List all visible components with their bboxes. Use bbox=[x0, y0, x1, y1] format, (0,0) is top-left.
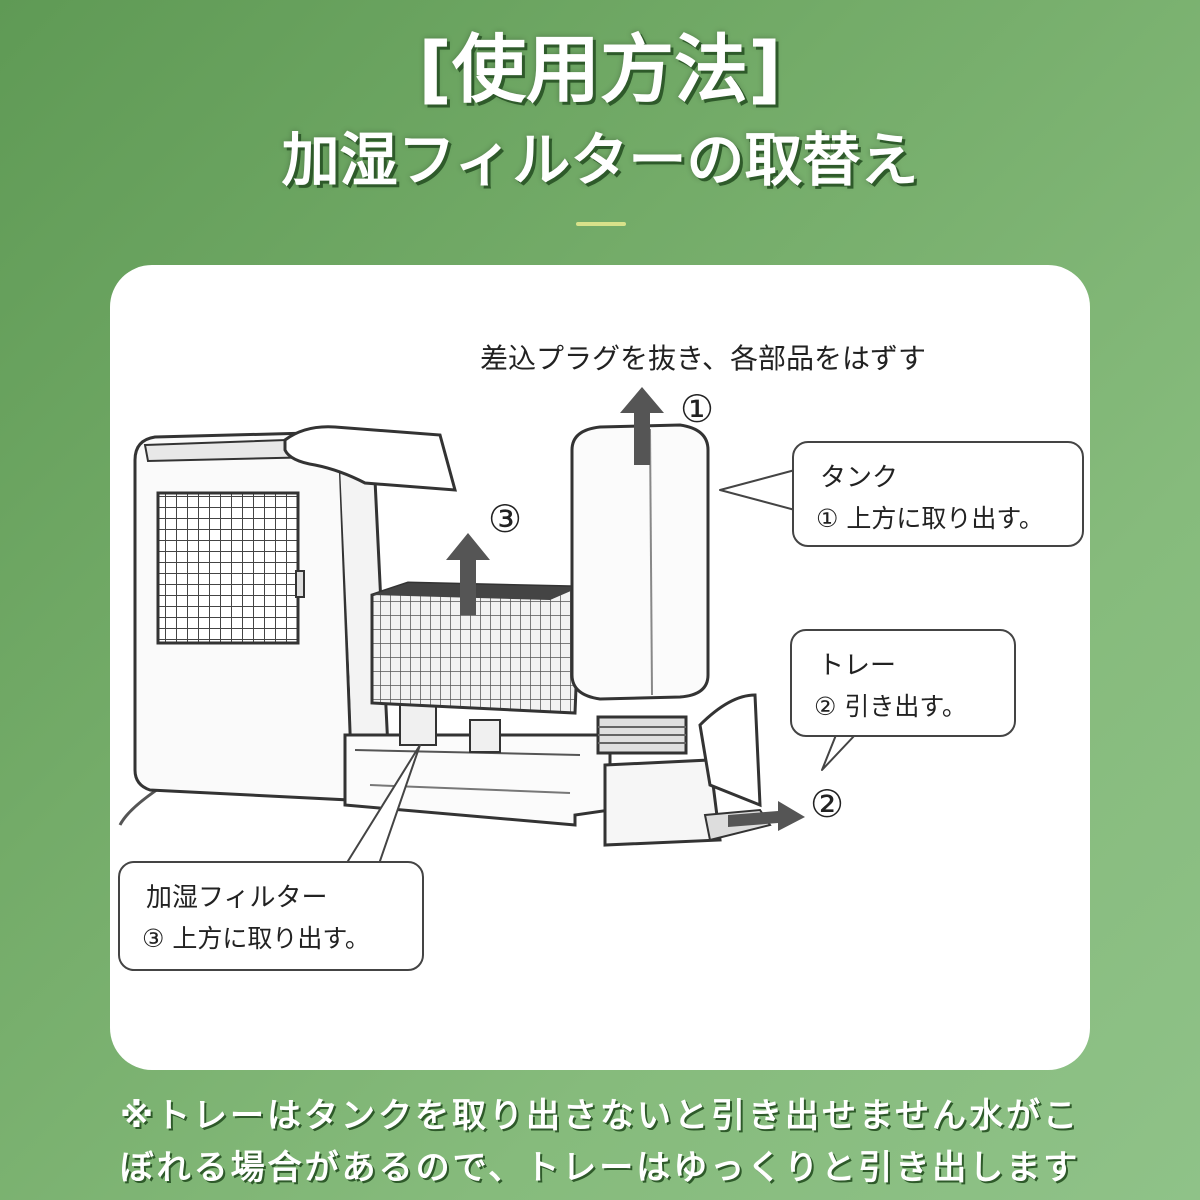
arrow-tray-out bbox=[728, 801, 805, 831]
callout-tray: トレー ② 引き出す。 bbox=[790, 629, 1016, 737]
arrow-filter-up bbox=[446, 533, 490, 615]
callout-tray-title: トレー bbox=[818, 651, 897, 681]
instruction-card: 差込プラグを抜き、各部品をはずす ① ③ ② タンク ① 上方に取り出す。 トレ… bbox=[110, 265, 1090, 1070]
callout-filter-title: 加湿フィルター bbox=[146, 883, 328, 913]
callout-tank: タンク ① 上方に取り出す。 bbox=[792, 441, 1084, 547]
page-subtitle: 加湿フィルターの取替え bbox=[281, 126, 919, 194]
step-2-marker: ② bbox=[810, 782, 845, 826]
callout-tank-desc: ① 上方に取り出す。 bbox=[816, 504, 1044, 533]
arrow-tank-up bbox=[620, 387, 664, 465]
callout-tank-title: タンク bbox=[820, 463, 899, 493]
step-1-marker: ① bbox=[680, 387, 715, 431]
accent-divider bbox=[576, 222, 626, 226]
footer-note-line-1: ※トレーはタンクを取り出さないと引き出せません水がこ bbox=[119, 1096, 1081, 1136]
humidifier-illustration bbox=[118, 387, 856, 891]
instruction-text: 差込プラグを抜き、各部品をはずす bbox=[480, 342, 927, 375]
tank-shape bbox=[570, 423, 710, 755]
callout-filter: 加湿フィルター ③ 上方に取り出す。 bbox=[118, 861, 424, 971]
step-3-marker: ③ bbox=[488, 497, 523, 541]
footer-note-line-2: ぼれる場合があるので、トレーはゆっくりと引き出します bbox=[119, 1148, 1081, 1188]
page-title: [使用方法] bbox=[418, 27, 782, 113]
humidifier-body bbox=[133, 431, 392, 802]
callout-tray-desc: ② 引き出す。 bbox=[814, 692, 967, 721]
callout-filter-desc: ③ 上方に取り出す。 bbox=[142, 924, 370, 953]
